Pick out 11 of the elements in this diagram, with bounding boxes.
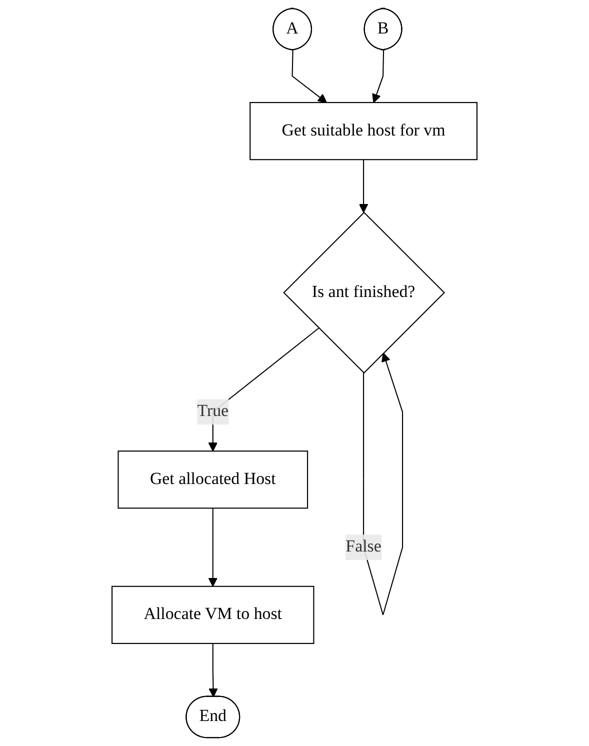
edge-label: False xyxy=(346,538,382,556)
edge-label: True xyxy=(197,402,229,420)
arrow xyxy=(292,50,327,103)
node-box: Get suitable host for vm xyxy=(250,102,478,160)
arrow xyxy=(208,643,218,698)
node-diamond: Is ant finished? xyxy=(283,212,445,374)
node-box: Allocate VM to host xyxy=(112,586,314,644)
arrow xyxy=(208,508,218,587)
arrow xyxy=(372,50,384,103)
arrow xyxy=(358,160,368,213)
node-box: Get allocated Host xyxy=(118,450,308,509)
